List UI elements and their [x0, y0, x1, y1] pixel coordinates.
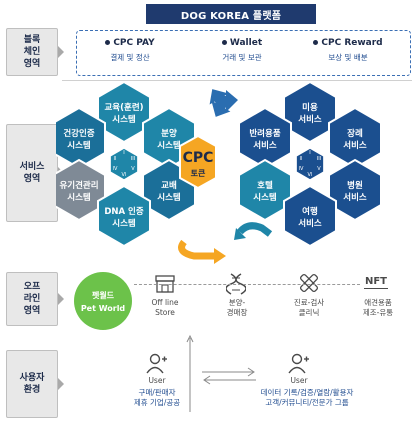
left-hex-sublabel-2: 시스템	[67, 140, 91, 151]
section-blockchain: 블록 체인 영역	[6, 28, 58, 76]
nft-icon: NFT	[364, 276, 388, 289]
section-service: 서비스 영역	[6, 124, 58, 222]
user-right-label: User	[290, 376, 308, 385]
bandage-icon	[299, 273, 319, 293]
right-roman-5: V	[317, 166, 321, 172]
right-hex-label-1: 미용	[302, 102, 318, 113]
cpc-reward-sub: 보상 및 배분	[328, 53, 368, 62]
left-hex-label-4: 유기견관리	[59, 180, 98, 191]
cpc-pay-sub: 결제 및 정산	[110, 53, 150, 62]
cpc-pay-item: CPC PAY 결제 및 정산	[80, 38, 180, 63]
right-hex-sublabel-2: 서비스	[253, 140, 277, 151]
right-roman-6: VI	[308, 172, 313, 178]
right-hex-sublabel-4: 시스템	[253, 192, 277, 203]
right-hex-label-5: 병원	[347, 180, 363, 191]
section-offline: 오프 라인 영역	[6, 272, 58, 326]
cpc-main: CPC	[183, 150, 214, 166]
bullet-icon	[221, 40, 227, 45]
left-hex-4	[56, 158, 106, 222]
right-roman-1: I	[309, 150, 310, 156]
vertical-arrow-icon	[186, 334, 194, 412]
user-right-sub: 데이터 기록/검증/열람/활용자 고객/커뮤니티/전문가 그룹	[260, 388, 354, 407]
right-hex-label-2: 반려용품	[249, 128, 280, 139]
left-hex-label-2: 건강인증	[63, 128, 94, 139]
user-left-label: User	[148, 376, 166, 385]
right-hex-sublabel-6: 서비스	[298, 218, 322, 229]
cpc-hex	[179, 134, 217, 190]
divider	[62, 80, 412, 81]
goods-label: 애견용품 제조-유통	[362, 298, 394, 317]
right-hex-label-4: 호텔	[257, 180, 273, 191]
offline-connector	[134, 284, 360, 285]
cpc-reward-item: CPC Reward 보상 및 배분	[298, 38, 398, 63]
right-hex-1	[283, 82, 337, 144]
exchange-arrows-icon	[202, 367, 256, 385]
cpc-pay-title: CPC PAY	[113, 38, 155, 48]
left-roman-6: VI	[122, 172, 127, 178]
cpc-sub: 토큰	[191, 169, 206, 178]
left-roman-2: II	[114, 156, 117, 162]
right-roman-4: IV	[299, 166, 304, 172]
right-hex-4	[238, 158, 292, 222]
right-hex-sublabel-1: 서비스	[298, 114, 322, 125]
wallet-item: Wallet 거래 및 보관	[192, 38, 292, 63]
left-hex-1	[97, 82, 151, 144]
left-hex-sublabel-1: 시스템	[112, 114, 136, 125]
auction-label: 분양- 경매장	[226, 298, 248, 317]
left-center-hex	[109, 147, 139, 181]
right-hex-sublabel-5: 서비스	[343, 192, 367, 203]
left-hex-label-3: 분양	[161, 128, 177, 139]
offline-store-label: Off line Store	[151, 298, 179, 317]
left-roman-1: I	[123, 150, 124, 156]
petworld-line2: Pet World	[80, 303, 126, 313]
right-hex-sublabel-3: 서비스	[343, 140, 367, 151]
right-hex-6	[283, 184, 337, 248]
left-hex-label-5: 교배	[161, 180, 177, 191]
bullet-icon	[105, 40, 111, 45]
cpc-reward-title: CPC Reward	[321, 38, 383, 48]
orange-rotate-icon	[178, 239, 226, 264]
left-hex-sublabel-6: 시스템	[112, 218, 136, 229]
store-icon	[155, 275, 175, 293]
right-hex-label-3: 장례	[347, 128, 363, 139]
recycle-icon	[209, 89, 238, 117]
left-roman-3: III	[131, 156, 135, 162]
right-hex-label-6: 여행	[302, 206, 318, 217]
left-hex-label-6: DNA 인증	[104, 206, 144, 217]
user-icon-right	[288, 353, 309, 374]
petworld-badge: 펫월드 Pet World	[74, 272, 132, 330]
right-hex-5	[328, 158, 382, 222]
wallet-title: Wallet	[229, 38, 263, 48]
teal-rotate-icon	[234, 222, 273, 240]
right-roman-3: III	[317, 156, 321, 162]
wallet-sub: 거래 및 보관	[222, 53, 262, 62]
user-icon-left	[146, 353, 167, 374]
user-left-sub: 구매/판매자 제휴 기업/공공	[133, 388, 181, 407]
right-center-hex	[295, 147, 325, 181]
bullet-icon	[313, 40, 319, 45]
left-hex-sublabel-4: 시스템	[67, 192, 91, 203]
left-hex-sublabel-5: 시스템	[157, 192, 181, 203]
left-hex-6	[97, 184, 151, 248]
left-hex-label-1: 교육(훈련)	[104, 102, 143, 113]
platform-title: DOG KOREA 플랫폼	[146, 4, 316, 24]
blockchain-box	[76, 30, 411, 76]
clinic-label: 진료-검사 클리닉	[293, 298, 325, 317]
left-hex-sublabel-3: 시스템	[157, 140, 181, 151]
section-user-env: 사용자 환경	[6, 350, 58, 418]
right-roman-2: II	[300, 156, 303, 162]
petworld-line1: 펫월드	[91, 290, 115, 300]
left-roman-4: IV	[113, 166, 118, 172]
left-roman-5: V	[131, 166, 135, 172]
